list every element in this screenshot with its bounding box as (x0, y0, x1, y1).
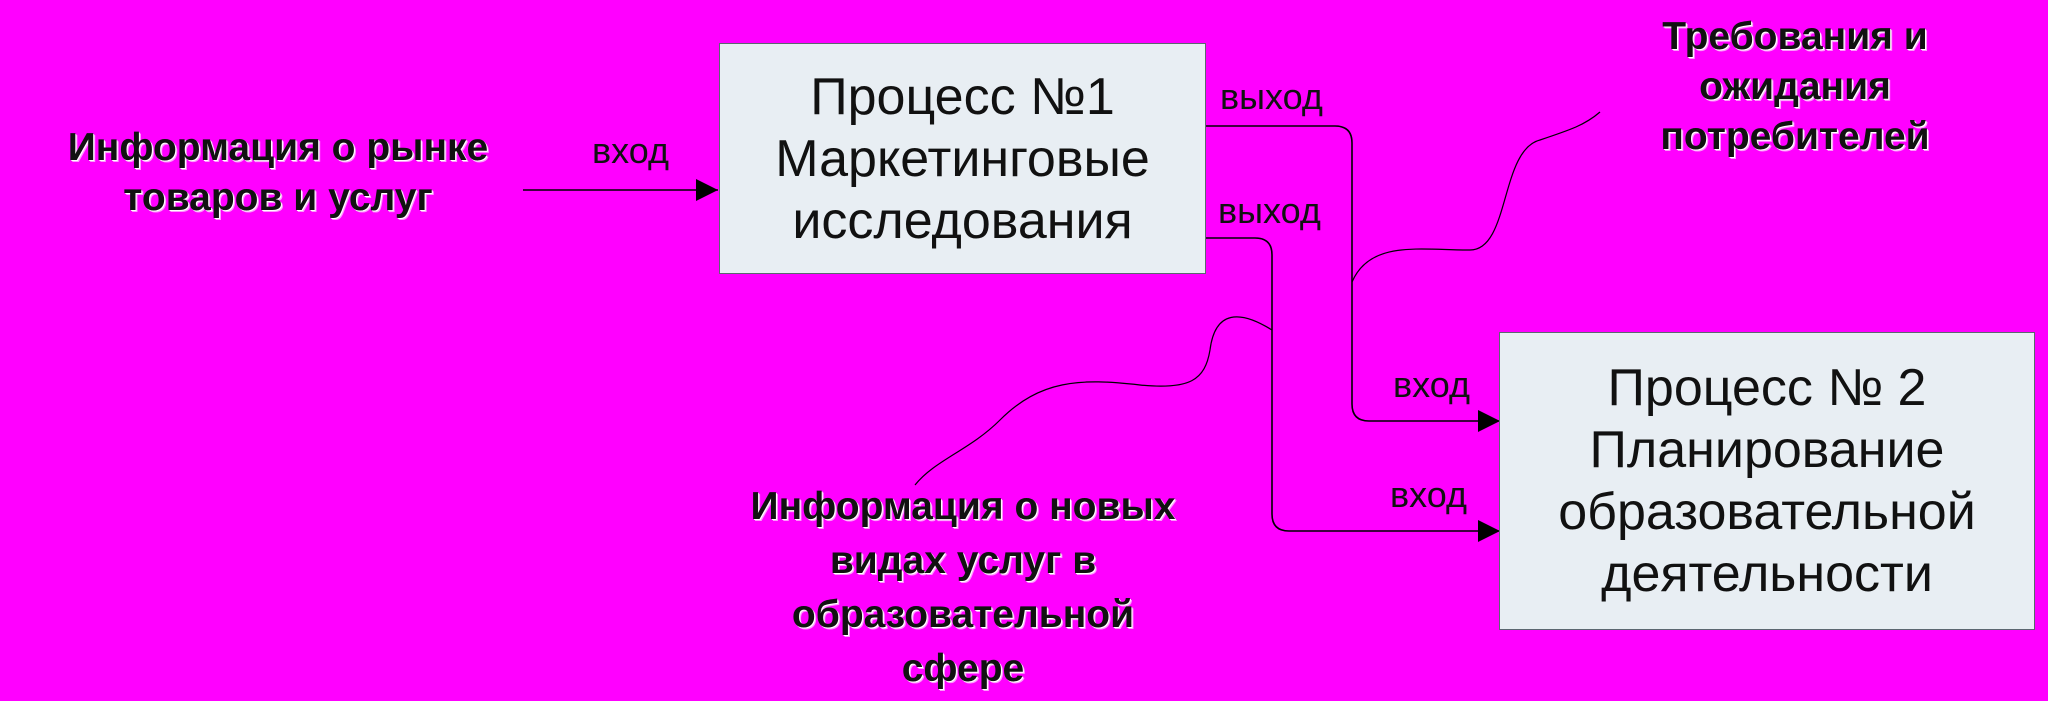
process2-line4: деятельности (1601, 545, 1933, 603)
external-new-services-info: Информация о новых видах услуг в образов… (750, 485, 1176, 690)
arrow-output-top-to-process2 (1206, 125, 1500, 432)
label-input-process1: вход (592, 130, 669, 171)
process2-box: Процесс № 2 Планирование образовательной… (1499, 332, 2035, 630)
process1-line3: исследования (792, 191, 1133, 250)
callout-new-services (914, 316, 1273, 486)
process1-line2: Маркетинговые (775, 129, 1150, 188)
callout-consumer-requirements (1351, 111, 1601, 283)
external-market-info: Информация о рынке товаров и услуг (67, 126, 489, 219)
process2-title: Процесс № 2 (1607, 359, 1927, 417)
process2-line2: Планирование (1589, 421, 1945, 479)
label-input-process2-bottom: вход (1390, 474, 1467, 515)
label-input-process2-top: вход (1393, 364, 1470, 405)
arrow-output-bottom-to-process2 (1206, 237, 1500, 542)
external-consumer-requirements: Требования и ожидания потребителей (1660, 15, 1930, 158)
process1-box: Процесс №1 Маркетинговые исследования (719, 43, 1206, 274)
label-output-bottom: выход (1218, 190, 1321, 231)
process2-line3: образовательной (1558, 483, 1976, 541)
label-output-top: выход (1220, 76, 1323, 117)
process1-title: Процесс №1 (810, 67, 1115, 126)
